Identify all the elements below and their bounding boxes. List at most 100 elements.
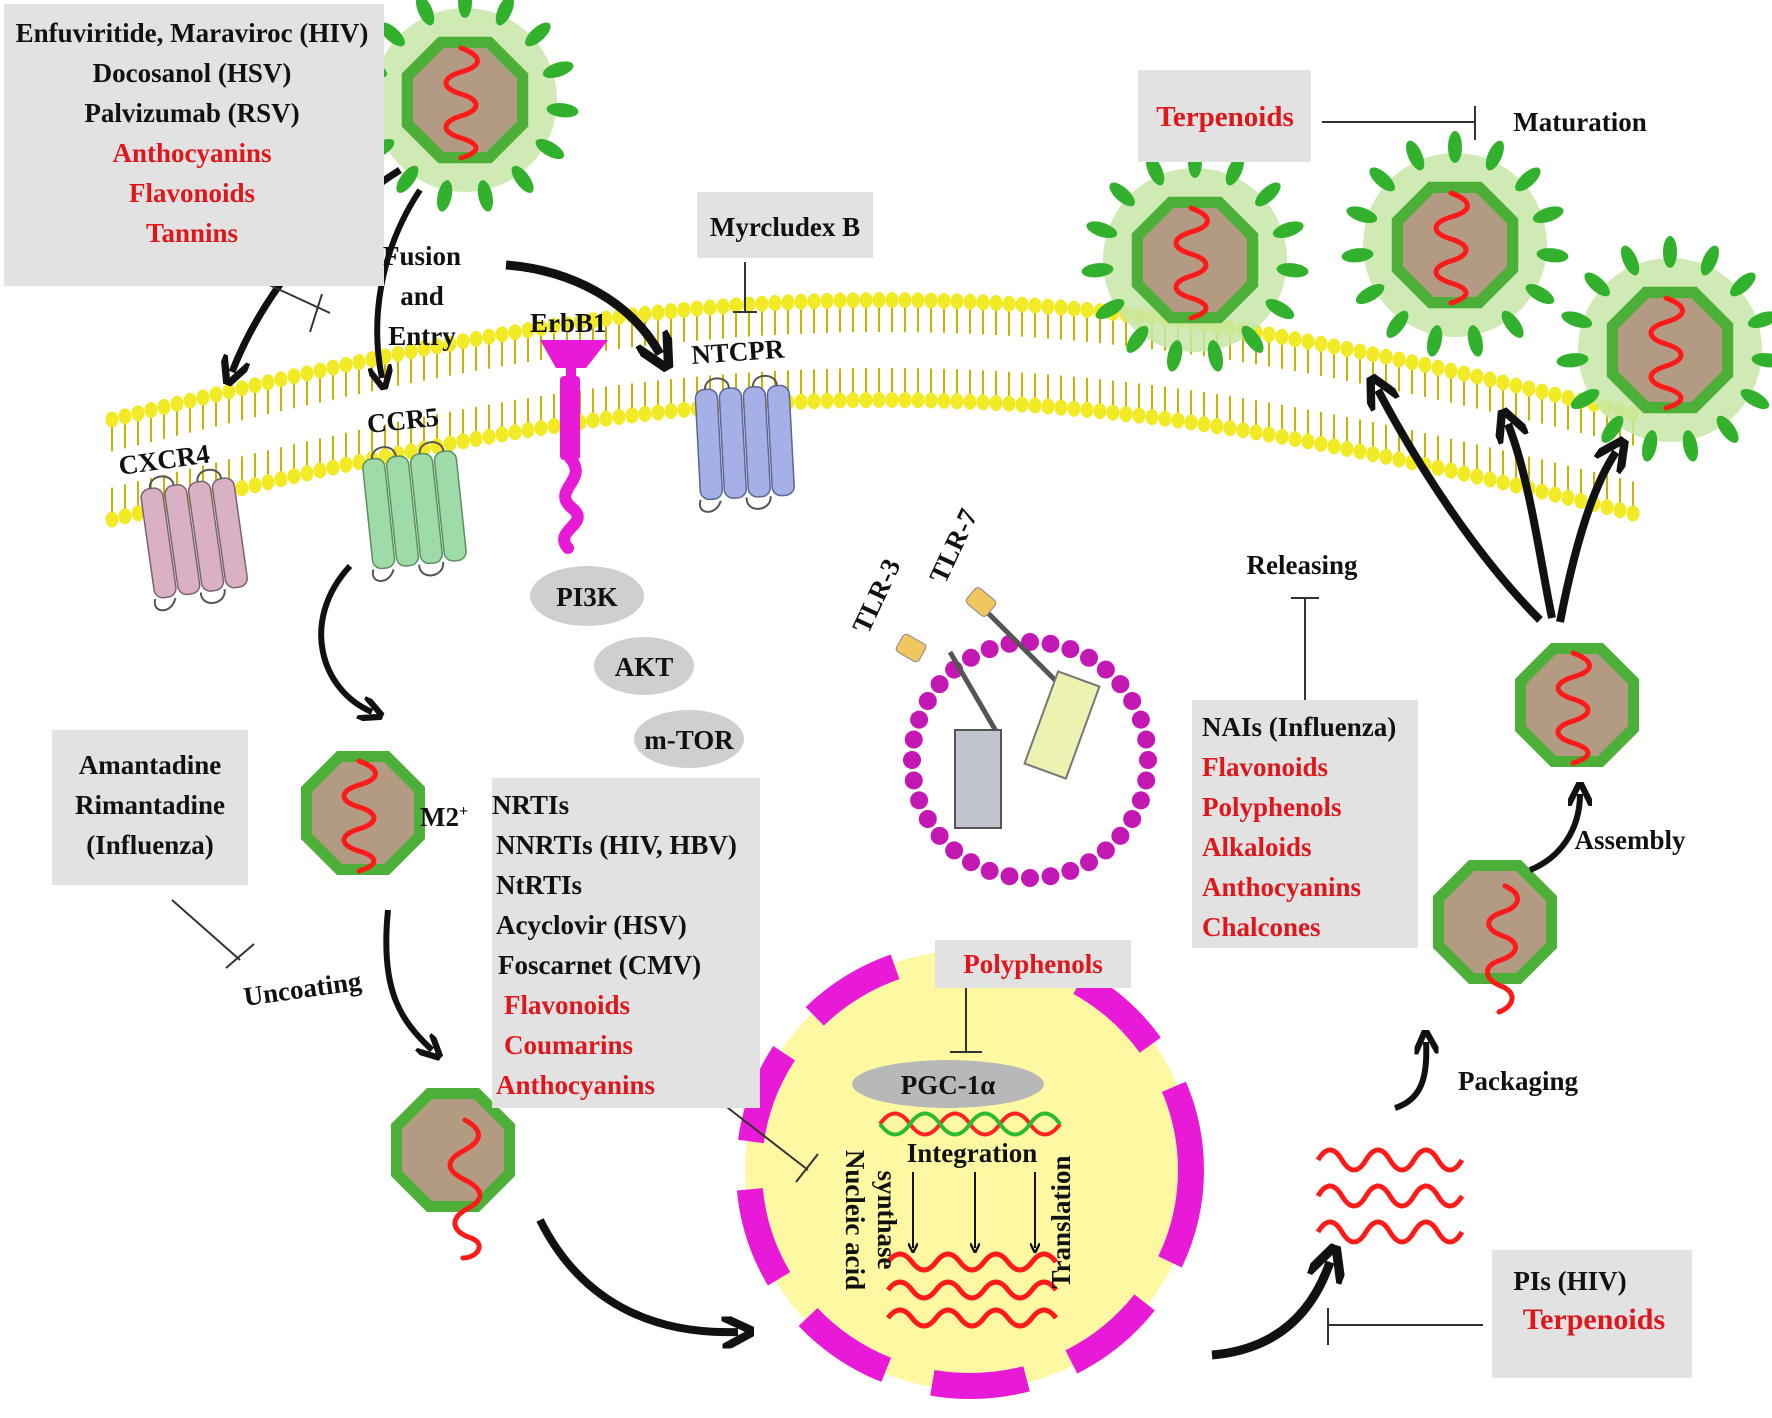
endosome-bead	[1123, 810, 1142, 828]
endosome-bead	[1080, 853, 1098, 872]
nucleus: PGC-1α Integration Nucleic acid synthase…	[736, 941, 1204, 1399]
translation-label: Translation	[1046, 1155, 1076, 1288]
endosome-bead	[1123, 692, 1142, 710]
endosome-bead	[1041, 867, 1060, 886]
svg-text:TLR-3: TLR-3	[846, 554, 906, 637]
releasing-label: Releasing	[1247, 550, 1358, 580]
synthase-label: synthase	[872, 1170, 902, 1269]
endosome-bead	[1080, 648, 1098, 667]
entry-natural-line: Anthocyanins	[112, 138, 271, 168]
packaging-label: Packaging	[1458, 1066, 1579, 1096]
pi3k-node: PI3K	[530, 566, 644, 626]
replication-drug-line: Foscarnet (CMV)	[498, 950, 701, 980]
replication-drug-line: NRTIs	[492, 790, 569, 820]
endosome-bead	[904, 730, 923, 749]
endosome-bead	[904, 771, 923, 790]
m2-label: M2+	[420, 802, 468, 832]
svg-text:PIs (HIV): PIs (HIV)	[1513, 1266, 1626, 1296]
endosome-bead	[1137, 730, 1156, 749]
ntcpr-receptor-icon	[694, 374, 796, 513]
rna-icon-nucleus	[886, 1251, 1058, 1329]
svg-text:Terpenoids: Terpenoids	[1156, 101, 1294, 133]
maturation-label: Maturation	[1513, 107, 1646, 137]
mtor-node: m-TOR	[634, 710, 744, 768]
nucleic-acid-label: Nucleic acid	[840, 1150, 870, 1290]
endosome-bead	[962, 853, 980, 872]
endosome-bead	[962, 648, 980, 667]
akt-node: AKT	[594, 637, 694, 695]
svg-text:Rimantadine: Rimantadine	[75, 790, 225, 820]
rna-icon-free	[1315, 1147, 1465, 1245]
release-natural-line: Polyphenols	[1202, 792, 1342, 822]
svg-text:m-TOR: m-TOR	[644, 725, 734, 755]
cxcr4-label: CXCR4	[117, 438, 212, 480]
capsid-icon-uncoating	[391, 1088, 515, 1261]
svg-text:AKT: AKT	[615, 652, 674, 682]
svg-text:Polyphenols: Polyphenols	[963, 949, 1103, 979]
replication-drug-line: NtRTIs	[496, 870, 582, 900]
endosome-bead	[1096, 841, 1115, 860]
svg-text:TLR-7: TLR-7	[923, 504, 983, 587]
entry-inhibitor-box: Enfuviritide, Maraviroc (HIV) Docosanol (…	[4, 4, 384, 286]
endosome-bead	[1111, 675, 1130, 694]
endosome-bead	[930, 826, 949, 845]
myrcludex-box: Myrcludex B	[697, 192, 873, 258]
endosome-bead	[1137, 771, 1156, 790]
erbb1-label: ErbB1	[530, 308, 607, 338]
release-natural-line: Anthocyanins	[1202, 872, 1361, 902]
assembly-label: Assembly	[1574, 825, 1686, 855]
pgc-label: PGC-1α	[901, 1070, 996, 1100]
endosome-bead	[1061, 861, 1080, 880]
replication-drug-line: Acyclovir (HSV)	[496, 910, 687, 940]
polyphenols-box: Polyphenols	[935, 940, 1131, 988]
virion-icon-released-2	[1341, 131, 1569, 358]
endosome-bead	[980, 640, 999, 659]
maturation-inhibitor-box: Terpenoids	[1138, 70, 1311, 162]
entry-drug-line: Enfuviritide, Maraviroc (HIV)	[16, 18, 369, 48]
endosome-bead	[930, 675, 949, 694]
endosome-bead	[1131, 791, 1150, 810]
endosome-bead	[910, 710, 929, 729]
release-natural-line: Chalcones	[1202, 912, 1321, 942]
entry-natural-line: Flavonoids	[129, 178, 255, 208]
entry-drug-line: Palvizumab (RSV)	[84, 98, 299, 128]
endosome-bead	[1111, 826, 1130, 845]
cell-membrane	[105, 292, 1640, 528]
endosome-bead	[1021, 869, 1039, 887]
endosome-bead	[1096, 660, 1115, 679]
endosome-bead	[1139, 751, 1157, 769]
capsid-icon-packaging	[1433, 860, 1557, 1015]
svg-text:PI3K: PI3K	[556, 582, 618, 612]
svg-text:Terpenoids: Terpenoids	[1523, 1303, 1665, 1336]
erbb1-receptor-icon	[540, 340, 608, 554]
endosome-bead	[1061, 640, 1080, 659]
pgc-node	[852, 1060, 1044, 1108]
capsid-icon-assembly	[1515, 643, 1639, 767]
cxcr4-receptor-icon	[139, 468, 250, 612]
endosome-bead	[980, 861, 999, 880]
endosome-bead	[903, 751, 921, 769]
fusion-label: Fusion	[383, 241, 461, 271]
virion-icon-released-3	[1556, 236, 1772, 463]
uncoating-inhibitor-box: Amantadine Rimantadine (Influenza)	[52, 730, 248, 885]
integration-label: Integration	[907, 1138, 1038, 1168]
endosome-bead	[1000, 867, 1019, 886]
svg-text:Myrcludex B: Myrcludex B	[710, 212, 860, 242]
uncoating-label: Uncoating	[242, 966, 364, 1012]
release-drug-line: NAIs (Influenza)	[1202, 712, 1396, 742]
capsid-icon-m2	[301, 751, 425, 875]
endosome-bead	[918, 692, 937, 710]
ntcpr-label: NTCPR	[690, 334, 785, 370]
entry-label: Entry	[388, 321, 456, 351]
release-natural-line: Flavonoids	[1202, 752, 1328, 782]
ccr5-label: CCR5	[365, 402, 440, 439]
release-inhibitor-box: NAIs (Influenza) FlavonoidsPolyphenolsAlk…	[1192, 700, 1418, 948]
protease-inhibitor-box: PIs (HIV) Terpenoids	[1492, 1250, 1692, 1378]
release-natural-line: Alkaloids	[1202, 832, 1312, 862]
replication-drug-line: NNRTIs (HIV, HBV)	[496, 830, 737, 860]
virion-icon-released-1	[1081, 146, 1309, 373]
replication-natural-line: Coumarins	[504, 1030, 633, 1060]
entry-drug-line: Docosanol (HSV)	[93, 58, 292, 88]
